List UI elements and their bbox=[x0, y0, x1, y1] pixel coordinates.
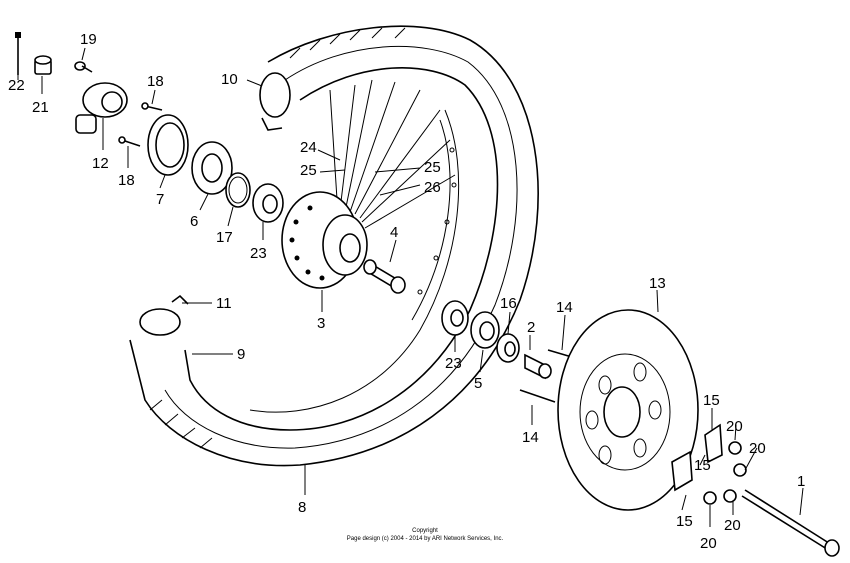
tire bbox=[129, 25, 539, 467]
label-14-upper: 14 bbox=[556, 299, 573, 316]
label-3: 3 bbox=[317, 315, 325, 332]
label-26: 26 bbox=[424, 179, 441, 196]
right-side-parts bbox=[441, 300, 840, 557]
label-16: 16 bbox=[500, 295, 517, 312]
label-5: 5 bbox=[474, 375, 482, 392]
label-8: 8 bbox=[298, 499, 306, 516]
label-20-lower: 20 bbox=[724, 517, 741, 534]
rim bbox=[249, 109, 460, 413]
copyright-notice: Page design (c) 2004 - 2014 by ARI Netwo… bbox=[347, 536, 504, 542]
leader-lines bbox=[17, 47, 804, 527]
label-15-lower: 15 bbox=[676, 513, 693, 530]
label-22: 22 bbox=[8, 77, 25, 94]
label-1: 1 bbox=[797, 473, 805, 490]
label-9: 9 bbox=[237, 346, 245, 363]
label-20-upper: 20 bbox=[726, 418, 743, 435]
label-23-right: 23 bbox=[445, 355, 462, 372]
label-15-middle: 15 bbox=[694, 457, 711, 474]
label-14-lower: 14 bbox=[522, 429, 539, 446]
label-13: 13 bbox=[649, 275, 666, 292]
label-20-bottom: 20 bbox=[700, 535, 717, 552]
label-21: 21 bbox=[32, 99, 49, 116]
label-25-right: 25 bbox=[424, 159, 441, 176]
spokes bbox=[329, 79, 456, 229]
label-25-left: 25 bbox=[300, 162, 317, 179]
label-15-upper: 15 bbox=[703, 392, 720, 409]
label-23-left: 23 bbox=[250, 245, 267, 262]
label-18-lower: 18 bbox=[118, 172, 135, 189]
label-12: 12 bbox=[92, 155, 109, 172]
label-24: 24 bbox=[300, 139, 317, 156]
hub bbox=[281, 191, 368, 289]
label-6: 6 bbox=[190, 213, 198, 230]
copyright-title: Copyright bbox=[412, 528, 438, 534]
label-17: 17 bbox=[216, 229, 233, 246]
label-11: 11 bbox=[216, 295, 232, 312]
label-19: 19 bbox=[80, 31, 97, 48]
label-2: 2 bbox=[527, 319, 535, 336]
label-20-right: 20 bbox=[749, 440, 766, 457]
part-labels: 22 21 19 12 18 18 7 6 17 23 10 24 25 25 … bbox=[8, 31, 805, 552]
label-18-upper: 18 bbox=[147, 73, 164, 90]
label-4: 4 bbox=[390, 224, 398, 241]
label-7: 7 bbox=[156, 191, 164, 208]
left-side-parts bbox=[15, 32, 284, 223]
spacer-tube bbox=[363, 259, 406, 294]
label-10: 10 bbox=[221, 71, 238, 88]
